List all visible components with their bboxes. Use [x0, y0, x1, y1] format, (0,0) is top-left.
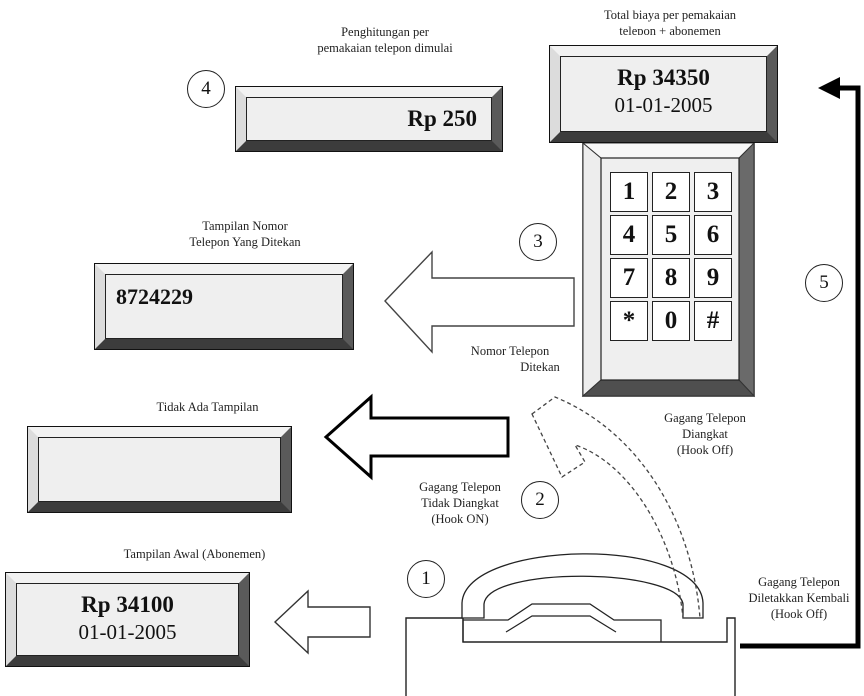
handset-lifted [531, 396, 701, 619]
caption-total: Total biaya per pemakaian telepon + abon… [570, 7, 770, 35]
caption-line: Gagang Telepon [419, 480, 501, 494]
keypad-key: 9 [694, 258, 732, 298]
total-date: 01-01-2005 [614, 93, 713, 117]
caption-number-pressed: Nomor Telepon Ditekan [440, 343, 580, 375]
caption-line: pemakaian telepon dimulai [317, 41, 453, 55]
caption-returned: Gagang Telepon Diletakkan Kembali (Hook … [735, 574, 863, 622]
dialed-number: 8724229 [116, 284, 193, 309]
caption-hook-on: Gagang Telepon Tidak Diangkat (Hook ON) [395, 479, 525, 527]
caption-hook-off-lifted: Gagang Telepon Diangkat (Hook Off) [630, 410, 780, 458]
keypad-bevel-left [582, 141, 602, 398]
caption-line: Nomor Telepon [470, 344, 550, 358]
display-dialed: 8724229 [94, 263, 354, 350]
arrow-dialed [384, 250, 575, 354]
arrow-initial [273, 589, 371, 655]
step-1-badge: 1 [407, 560, 445, 598]
step-3-badge: 3 [519, 223, 557, 261]
caption-initial: Tampilan Awal (Abonemen) [92, 546, 297, 562]
step5-arrowhead [818, 77, 840, 99]
caption-line: (Hook Off) [770, 607, 828, 621]
caption-line: Ditekan [520, 360, 560, 374]
caption-line: (Hook Off) [676, 443, 734, 457]
step-2-badge: 2 [521, 481, 559, 519]
caption-line: Total biaya per pemakaian [603, 8, 737, 22]
caption-line: Tampilan Nomor [202, 219, 288, 233]
keypad-key: 5 [652, 215, 690, 255]
keypad-key: * [610, 301, 648, 341]
keypad-key: 2 [652, 172, 690, 212]
caption-line: Gagang Telepon [758, 575, 840, 589]
keypad-key: 3 [694, 172, 732, 212]
step-5-badge: 5 [805, 264, 843, 302]
phone-cradle [462, 603, 662, 642]
caption-line: telepon + abonemen [619, 24, 721, 35]
caption-counting: Penghitungan per pemakaian telepon dimul… [285, 24, 485, 56]
total-value: Rp 34350 [617, 65, 710, 90]
caption-line: Penghitungan per [341, 25, 429, 39]
caption-line: Gagang Telepon [664, 411, 746, 425]
caption-no-display: Tidak Ada Tampilan [100, 399, 315, 415]
caption-line: Tidak Diangkat [421, 496, 499, 510]
caption-line: (Hook ON) [431, 512, 489, 526]
step-4-badge: 4 [187, 70, 225, 108]
keypad-bevel-top [581, 142, 756, 159]
initial-date: 01-01-2005 [78, 620, 177, 644]
keypad-bevel-bottom [581, 379, 756, 397]
caption-line: Telepon Yang Ditekan [189, 235, 301, 249]
arrow-no-display [323, 393, 510, 481]
display-initial: Rp 34100 01-01-2005 [5, 572, 250, 667]
caption-line: Tidak Ada Tampilan [156, 400, 259, 414]
keypad-bevel-right [738, 141, 755, 398]
keypad-key: 7 [610, 258, 648, 298]
caption-line: Tampilan Awal (Abonemen) [123, 547, 266, 561]
step5-return-line [740, 85, 861, 649]
display-counting: Rp 250 [235, 86, 503, 152]
initial-value: Rp 34100 [81, 592, 174, 617]
display-total: Rp 34350 01-01-2005 [549, 45, 778, 143]
handset-resting [461, 553, 704, 619]
keypad-key: 1 [610, 172, 648, 212]
phone-base [405, 617, 736, 696]
display-empty [27, 426, 292, 513]
counting-value: Rp 250 [407, 106, 477, 131]
keypad-key: 8 [652, 258, 690, 298]
keypad-key: # [694, 301, 732, 341]
phone-cradle-inner [505, 615, 617, 633]
caption-line: Diletakkan Kembali [748, 591, 850, 605]
keypad-key: 6 [694, 215, 732, 255]
caption-line: Diangkat [682, 427, 728, 441]
keypad-key: 0 [652, 301, 690, 341]
keypad-key: 4 [610, 215, 648, 255]
caption-dialed: Tampilan Nomor Telepon Yang Ditekan [145, 218, 345, 250]
